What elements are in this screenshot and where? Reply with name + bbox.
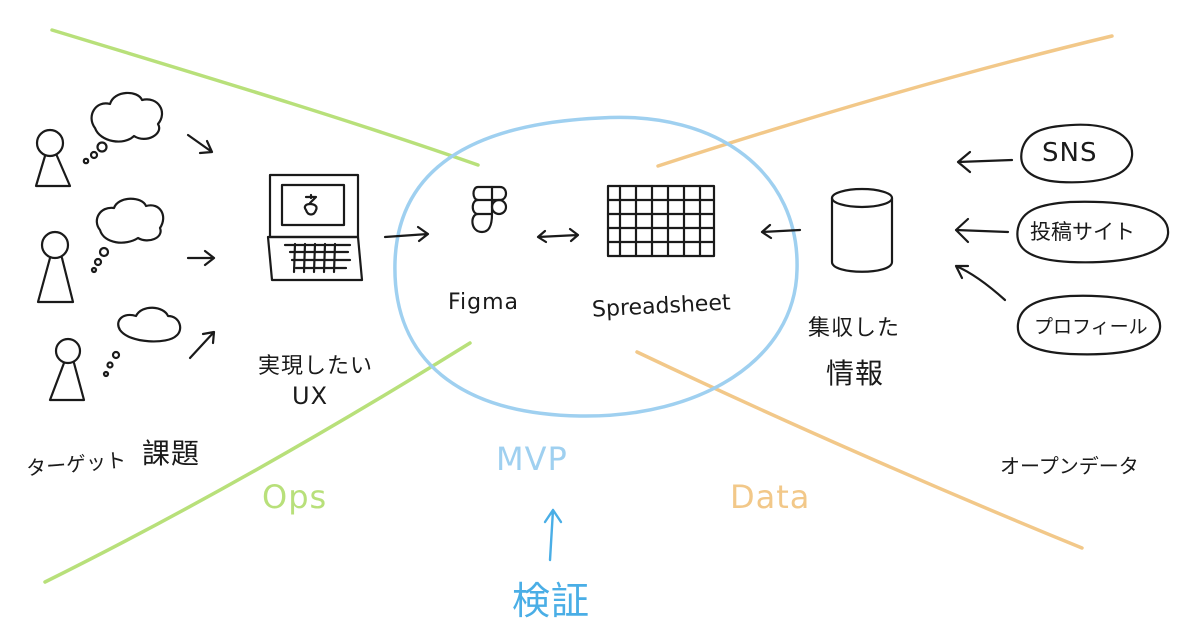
spreadsheet-grid-icon (606, 184, 716, 258)
arrow-icon (954, 217, 1010, 244)
thought-bubble-icon (90, 197, 165, 274)
issue-label: 課題 (142, 437, 201, 470)
sns-label: SNS (1042, 138, 1098, 168)
arrow-icon (956, 150, 1014, 174)
arrow-icon (186, 249, 216, 267)
sns-bubble (1020, 123, 1134, 184)
person-icon (48, 337, 86, 402)
arrow-icon (536, 227, 580, 244)
posting-site-bubble (1016, 200, 1170, 264)
data-label: Data (730, 478, 811, 516)
thought-bubble-icon (102, 306, 182, 378)
mvp-label: MVP (496, 440, 568, 478)
arrow-icon (954, 264, 1007, 302)
collected-info-label-line1: 集収した (808, 316, 901, 341)
desired-ux-label-line1: 実現したい (258, 354, 374, 379)
arrow-icon (760, 223, 802, 240)
arrow-icon (383, 225, 430, 243)
person-icon (34, 128, 72, 188)
arrow-icon (186, 133, 214, 155)
thought-bubble-icon (82, 91, 164, 165)
verify-label: 検証 (512, 579, 591, 623)
data-line-upper (656, 34, 1114, 168)
database-cylinder-icon (830, 187, 894, 273)
ops-line-upper (50, 28, 480, 167)
ops-line-lower (43, 341, 472, 584)
data-line-lower (635, 350, 1084, 550)
figma-logo-icon (471, 185, 508, 234)
profile-bubble (1016, 294, 1162, 356)
arrow-icon (543, 508, 563, 562)
open-data-label: オープンデータ (1000, 454, 1139, 478)
laptop-icon (266, 173, 364, 282)
profile-label: プロフィール (1034, 316, 1148, 338)
posting-site-label: 投稿サイト (1030, 220, 1135, 244)
desired-ux-label-line2: UX (292, 382, 329, 410)
mvp-ellipse (393, 115, 799, 418)
arrow-icon (188, 330, 216, 360)
figma-label: Figma (448, 290, 520, 315)
ops-label: Ops (262, 478, 328, 516)
collected-info-label-line2: 情報 (826, 357, 885, 390)
person-icon (36, 230, 75, 304)
